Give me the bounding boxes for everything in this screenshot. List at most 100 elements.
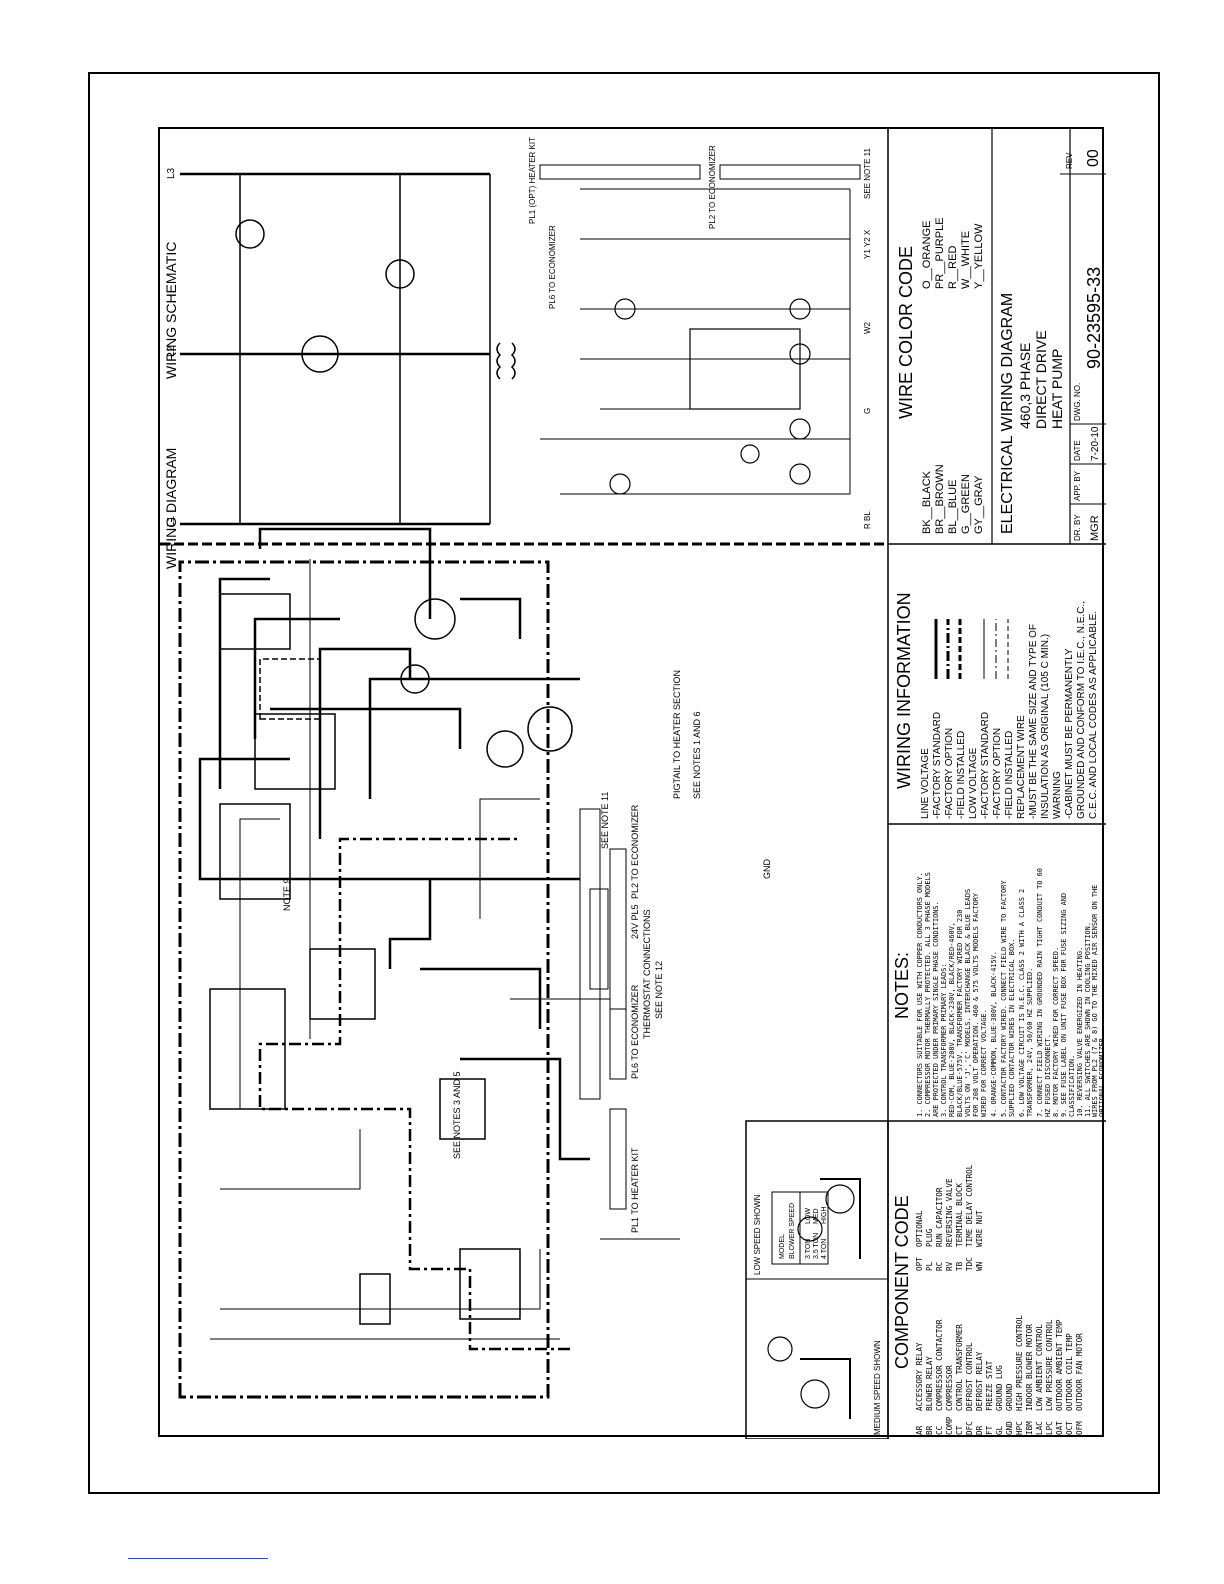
title-block-grid (1060, 129, 1106, 544)
rc1-capacitor (400, 664, 430, 694)
svg-text:9. SEE FUSE LABEL ON UNIT FUS: 9. SEE FUSE LABEL ON UNIT FUSE BOX FOR F… (1060, 893, 1068, 1117)
notes-title: NOTES: (892, 952, 912, 1019)
footer-link-line (128, 1558, 268, 1559)
see-notes-1-6-label: SEE NOTES 1 AND 6 (692, 711, 702, 799)
blower-relay-box (209, 988, 286, 1110)
contactor-t-box (219, 593, 291, 650)
svg-text:TDC: TDC (965, 1257, 974, 1271)
sch-l3-label: L3 (166, 167, 177, 179)
tdc-box (309, 948, 376, 1020)
date-label: DATE (1073, 440, 1082, 461)
sch-ct-primary (496, 342, 502, 380)
svg-text:OUTDOOR COIL TEMP: OUTDOOR COIL TEMP (1065, 1333, 1074, 1411)
speed-table-header-speed: BLOWER SPEED (789, 1203, 796, 1259)
ibm-motor (414, 598, 456, 640)
line-voltage-wire-6 (388, 879, 432, 969)
svg-text:AR: AR (915, 1425, 924, 1435)
dwg-no-label: DWG. NO. (1073, 383, 1082, 421)
title-line-3: DIRECT DRIVE (1033, 330, 1049, 429)
svg-text:PLUG: PLUG (925, 1228, 934, 1247)
svg-text:O__ORANGE: O__ORANGE (921, 221, 933, 289)
svg-text:BL__BLUE: BL__BLUE (947, 480, 959, 534)
lv-wire-3 (220, 1129, 361, 1190)
sch-rv-coil (740, 444, 760, 464)
sch-dfc-box (689, 328, 801, 410)
speed-row-3ton-val: LOW (805, 1208, 812, 1224)
svg-text:5. CONTACTOR FACTORY WIRED. C: 5. CONTACTOR FACTORY WIRED. CONNECT FIEL… (1000, 880, 1008, 1117)
svg-text:TERMINAL BLOCK: TERMINAL BLOCK (955, 1183, 964, 1247)
sch-ct-secondary (510, 342, 516, 380)
svg-text:RC: RC (935, 1262, 944, 1271)
line-voltage-wire-10 (258, 527, 432, 619)
wire-color-right: O__ORANGE PR__PURPLE R__RED W__WHITE Y__… (921, 217, 985, 289)
lv-wire-4 (239, 818, 280, 1109)
svg-text:DEFROST RELAY: DEFROST RELAY (975, 1351, 984, 1411)
svg-text:PL: PL (925, 1261, 934, 1271)
svg-text:OPT: OPT (915, 1257, 924, 1271)
speed-table: MODEL BLOWER SPEED 3 TON LOW 3.5 TON MED… (771, 1191, 829, 1265)
svg-text:-FIELD INSTALLED: -FIELD INSTALLED (1004, 731, 1015, 819)
cc-contactor-box (254, 713, 336, 790)
line-voltage-wire-11 (460, 597, 522, 639)
svg-text:DR: DR (975, 1425, 984, 1435)
svg-text:11. ALL SWITCHES ARE SHOWN IN: 11. ALL SWITCHES ARE SHOWN IN COOLING PO… (1084, 922, 1092, 1117)
sch-bc-coil (789, 298, 811, 320)
speed-table-header-model: MODEL (779, 1234, 786, 1259)
svg-text:1. CONNECTORS SUITABLE FOR US: 1. CONNECTORS SUITABLE FOR USE WITH COPP… (916, 872, 924, 1117)
svg-text:CONTROL TRANSFORMER: CONTROL TRANSFORMER (955, 1324, 964, 1411)
svg-text:HZ FUSED DISCONNECT.: HZ FUSED DISCONNECT. (1044, 1034, 1052, 1117)
notes-list: 1. CONNECTORS SUITABLE FOR USE WITH COPP… (916, 868, 1106, 1117)
pl6-plug (609, 1008, 627, 1080)
wiring-info-lines: LINE VOLTAGE -FACTORY STANDARD -FACTORY … (920, 601, 1099, 819)
svg-text:IBM: IBM (1025, 1421, 1034, 1435)
comp-motor (527, 706, 573, 752)
sch-y-labels: Y1 Y2 X (863, 229, 872, 259)
svg-text:DEFROST CONTROL: DEFROST CONTROL (965, 1342, 974, 1411)
svg-text:INSULATION AS ORIGINAL (105 C: INSULATION AS ORIGINAL (105 C MIN.) (1040, 634, 1051, 819)
svg-text:-FACTORY STANDARD: -FACTORY STANDARD (932, 712, 943, 819)
thermostat-terminals (579, 808, 601, 1100)
speed-detail-box (745, 1120, 889, 1439)
control-transformer-box (439, 1078, 486, 1140)
pl5-label: 24V PL5 (630, 904, 640, 939)
wiring-diagram-title: WIRING DIAGRAM (163, 448, 179, 569)
sch-ofm (235, 219, 265, 249)
speed-detail-wiring (767, 1178, 861, 1419)
svg-text:C.E.C. AND LOCAL CODES AS APPL: C.E.C. AND LOCAL CODES AS APPLICABLE. (1088, 611, 1099, 819)
title-line-2: 460,3 PHASE (1017, 343, 1033, 429)
pigtail-label: PIGTAIL TO HEATER SECTION (672, 670, 682, 799)
svg-text:WIRED FOR CORRECT VOLTAGE.: WIRED FOR CORRECT VOLTAGE. (980, 1009, 988, 1117)
lv-wire-2 (220, 1249, 541, 1310)
svg-text:G__GREEN: G__GREEN (960, 474, 972, 534)
svg-text:BR: BR (925, 1425, 934, 1435)
sch-w2-label: W2 (863, 321, 872, 334)
svg-text:HPC: HPC (1015, 1421, 1024, 1435)
svg-text:CC: CC (935, 1426, 944, 1435)
svg-text:Y__YELLOW: Y__YELLOW (973, 223, 985, 289)
sch-comp (301, 335, 339, 373)
svg-text:W__WHITE: W__WHITE (960, 231, 972, 289)
svg-text:LPC: LPC (1045, 1421, 1054, 1435)
line-voltage-wire-7 (460, 1057, 590, 1161)
svg-text:TIME DELAY CONTROL: TIME DELAY CONTROL (965, 1164, 974, 1247)
sch-dr-coil (614, 298, 636, 320)
svg-text:LOW PRESSURE CONTROL: LOW PRESSURE CONTROL (1045, 1319, 1054, 1411)
rev-label: REV (1065, 152, 1074, 169)
sch-cc-coil (609, 473, 631, 495)
sch-g-label: G (863, 408, 872, 414)
svg-text:3. CONTROL TRANSFORMER PRIMAR: 3. CONTROL TRANSFORMER PRIMARY LEADS: (940, 964, 948, 1118)
svg-text:-CABINET MUST BE PERMANENTLY: -CABINET MUST BE PERMANENTLY (1064, 648, 1075, 819)
svg-text:TB: TB (955, 1261, 964, 1271)
title-line-4: HEAT PUMP (1049, 349, 1065, 429)
app-by-label: APP. BY (1073, 470, 1082, 501)
control-box-outline (178, 560, 550, 1399)
svg-text:BLOWER RELAY: BLOWER RELAY (925, 1356, 934, 1411)
svg-text:-FACTORY OPTION: -FACTORY OPTION (992, 728, 1003, 819)
svg-text:RUN CAPACITOR: RUN CAPACITOR (935, 1187, 944, 1247)
svg-text:LOW VOLTAGE: LOW VOLTAGE (968, 747, 979, 819)
title-line-1: ELECTRICAL WIRING DIAGRAM (999, 293, 1016, 534)
svg-text:CLASSIFICATION.: CLASSIFICATION. (1068, 1055, 1076, 1117)
sch-tdc-coil (789, 418, 811, 440)
sch-ibm (385, 259, 415, 289)
